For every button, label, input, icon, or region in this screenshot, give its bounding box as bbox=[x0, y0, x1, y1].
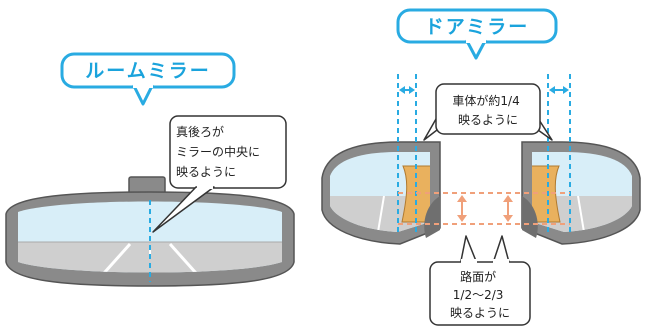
right-door-mirror bbox=[521, 141, 641, 245]
room-mirror-group: ルームミラー 真後ろが ミラーの中央に 映るように bbox=[5, 52, 295, 287]
door-mirror-title-callout: ドアミラー bbox=[396, 8, 558, 60]
door-mirror-group: ドアミラー bbox=[321, 8, 641, 326]
road-note: 路面が 1/2〜2/3 映るように bbox=[450, 269, 510, 320]
road-note-callout: 路面が 1/2〜2/3 映るように bbox=[429, 235, 531, 326]
room-mirror-title: ルームミラー bbox=[85, 60, 210, 82]
body-note-callout: 車体が約1/4 映るように bbox=[423, 83, 553, 141]
left-road-range-arrow bbox=[457, 195, 467, 222]
room-mirror-title-callout: ルームミラー bbox=[60, 52, 236, 106]
left-door-mirror bbox=[321, 141, 441, 245]
room-mirror-note-callout: 真後ろが ミラーの中央に 映るように bbox=[152, 115, 287, 233]
door-mirror-title: ドアミラー bbox=[425, 16, 530, 38]
room-mirror-note: 真後ろが ミラーの中央に 映るように bbox=[176, 124, 264, 179]
left-body-width-arrow bbox=[399, 86, 415, 94]
body-note: 車体が約1/4 映るように bbox=[452, 93, 523, 127]
right-road-range-arrow bbox=[503, 195, 513, 222]
right-body-width-arrow bbox=[549, 86, 569, 94]
